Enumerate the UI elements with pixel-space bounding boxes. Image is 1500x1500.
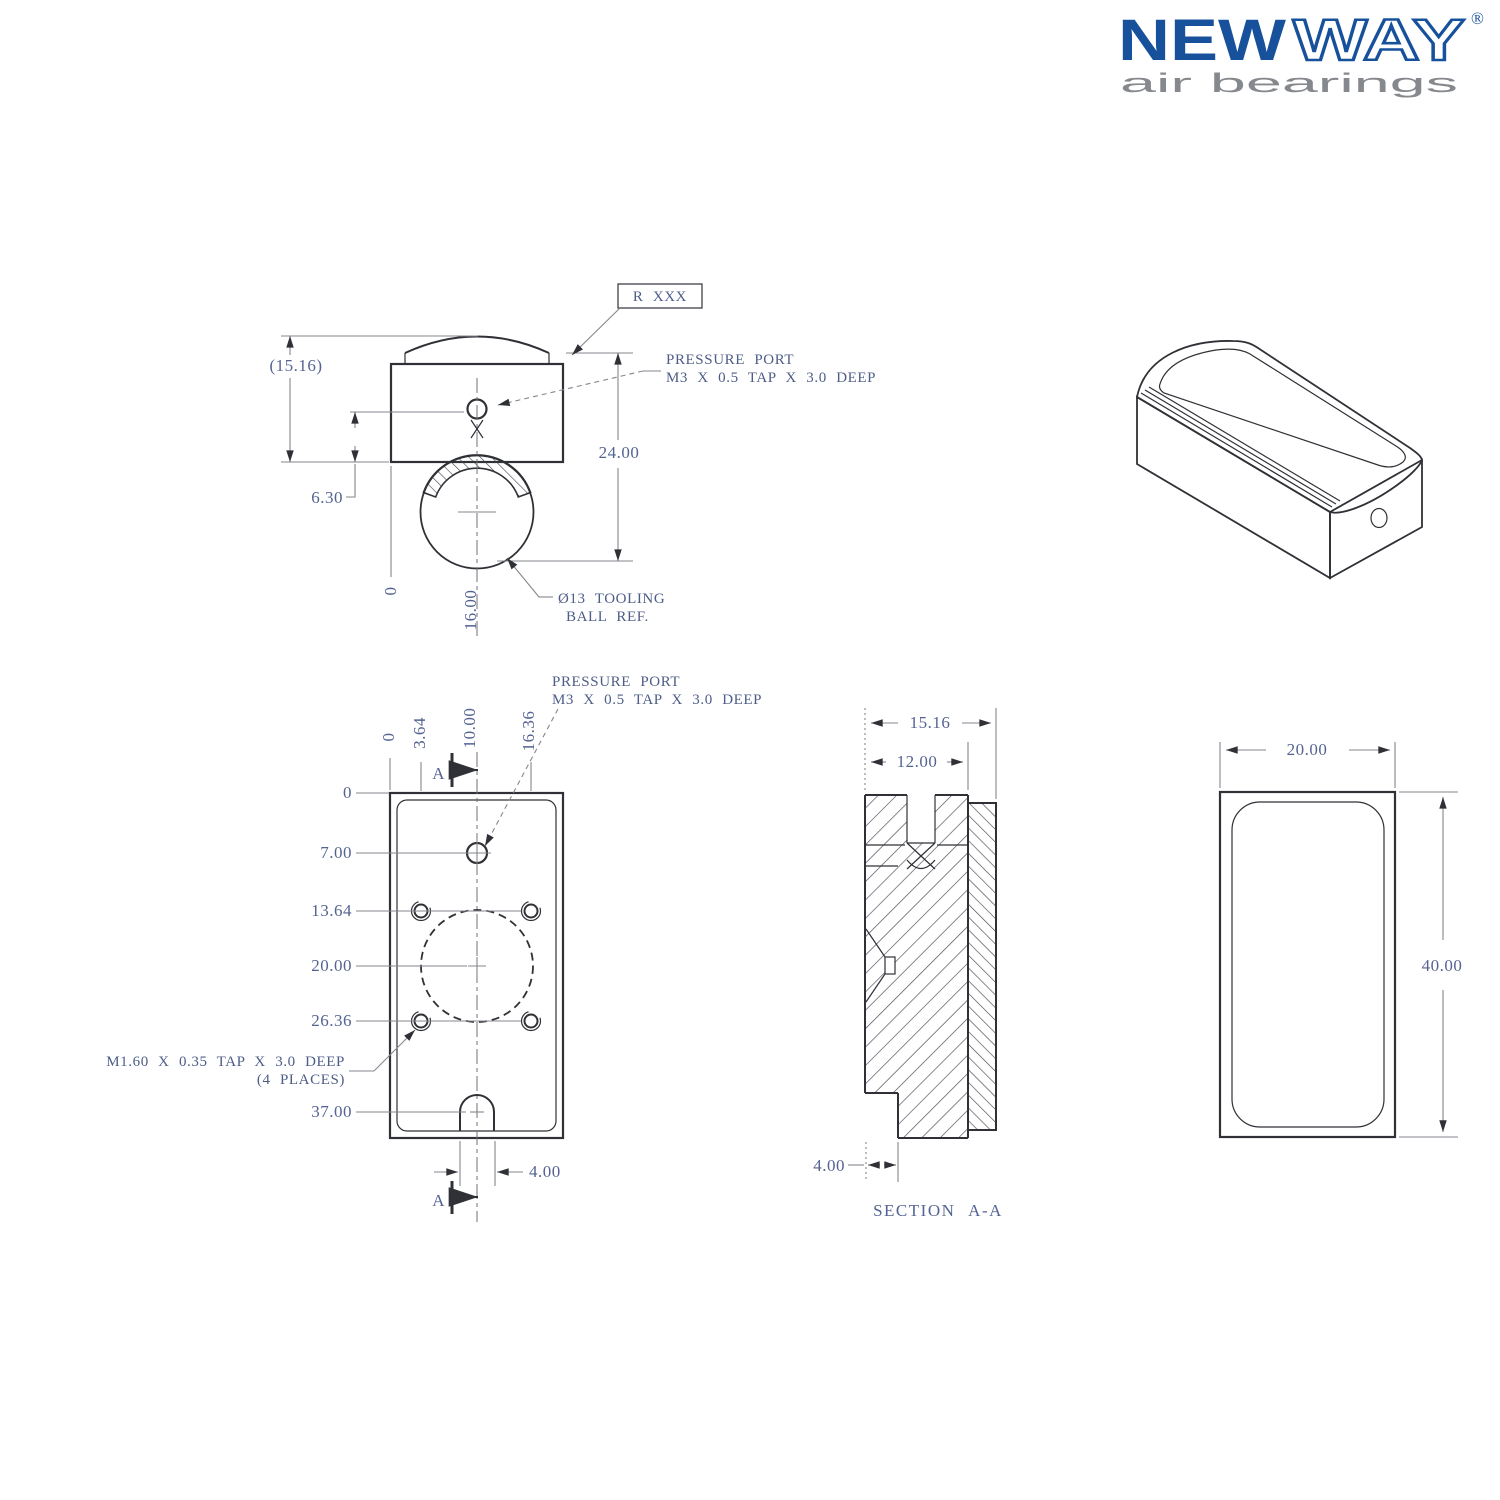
- front-ordinate-0: 0: [381, 587, 400, 596]
- logo-tagline: air bearings: [1120, 68, 1458, 98]
- logo-word-way: WAY: [1293, 8, 1465, 73]
- section-orifice-notch: [884, 956, 896, 975]
- isometric-view: [1135, 340, 1423, 580]
- iso-port-hole: [1370, 507, 1388, 529]
- tooling-ball-callout-1: Ø13 TOOLING: [558, 591, 665, 607]
- front-view: (15.16) 6.30 24.00 0 16.00 R XXX PRESSUR…: [269, 283, 876, 640]
- side-view: 20.00 40.00: [1218, 740, 1463, 1139]
- radius-ref-box: [617, 283, 703, 309]
- front-ordinate-16: 16.00: [461, 590, 480, 631]
- plan-view: 0 3.64 10.00 16.36 0 7.00 13.64 20.00 26…: [106, 674, 762, 1222]
- plan-pressure-callout-2: M3 X 0.5 TAP X 3.0 DEEP: [552, 692, 762, 708]
- side-land-outline: [1231, 801, 1385, 1128]
- radius-ref-label: R XXX: [633, 289, 687, 305]
- front-pressure-callout-2: M3 X 0.5 TAP X 3.0 DEEP: [666, 370, 876, 386]
- side-dim-height: 40.00: [1422, 956, 1463, 975]
- section-title: SECTION A-A: [873, 1201, 1003, 1220]
- plan-pressure-callout-1: PRESSURE PORT: [552, 674, 680, 690]
- side-outer-outline: [1218, 790, 1397, 1139]
- tooling-ball-callout-2: BALL REF.: [566, 609, 649, 625]
- section-port-slot: [865, 795, 968, 870]
- plan-ordinate-top-0: 0: [379, 733, 398, 742]
- iso-right-face: [1329, 458, 1423, 580]
- plan-ordinate-left-2: 13.64: [311, 901, 352, 920]
- dim-port-height: 6.30: [311, 488, 343, 507]
- plan-ordinate-left-4: 26.36: [311, 1011, 352, 1030]
- section-dim-width: 15.16: [910, 713, 951, 732]
- iso-top-face: [1135, 340, 1423, 514]
- section-letter-top: A: [432, 764, 446, 783]
- plan-ordinate-left-1: 7.00: [320, 843, 352, 862]
- front-pressure-callout-1: PRESSURE PORT: [666, 352, 794, 368]
- registered-mark: ®: [1471, 9, 1484, 28]
- plan-notch-dim: 4.00: [529, 1162, 561, 1181]
- plan-ordinate-left-5: 37.00: [311, 1102, 352, 1121]
- side-dim-width: 20.00: [1287, 740, 1328, 759]
- iso-land-outline: [1158, 348, 1406, 468]
- iso-front-face: [1136, 395, 1331, 580]
- plan-ordinate-top-3: 16.36: [519, 711, 538, 752]
- section-slab: [967, 802, 997, 1131]
- dim-height-ref: (15.16): [269, 356, 322, 375]
- section-letter-bottom: A: [432, 1191, 446, 1210]
- section-body-hatch: [865, 795, 968, 1138]
- dim-24: 24.00: [599, 443, 640, 462]
- section-dim-relief: 4.00: [813, 1156, 845, 1175]
- section-view: 15.16 12.00 4.00 SECTION A-A: [813, 708, 1003, 1220]
- plan-ordinate-left-0: 0: [343, 783, 352, 802]
- plan-ordinate-top-1: 3.64: [410, 717, 429, 749]
- tap-callout-2: (4 PLACES): [257, 1072, 345, 1088]
- plan-inlet-notch: [459, 1094, 495, 1131]
- plan-ordinate-top-2: 10.00: [460, 708, 479, 749]
- logo-word-new: NEW: [1118, 8, 1286, 73]
- newway-logo: NEW WAY ® air bearings: [1118, 7, 1484, 98]
- plan-ordinate-left-3: 20.00: [311, 956, 352, 975]
- section-dim-body: 12.00: [897, 752, 938, 771]
- tap-callout-1: M1.60 X 0.35 TAP X 3.0 DEEP: [106, 1054, 345, 1070]
- front-crown-arc: [404, 335, 550, 354]
